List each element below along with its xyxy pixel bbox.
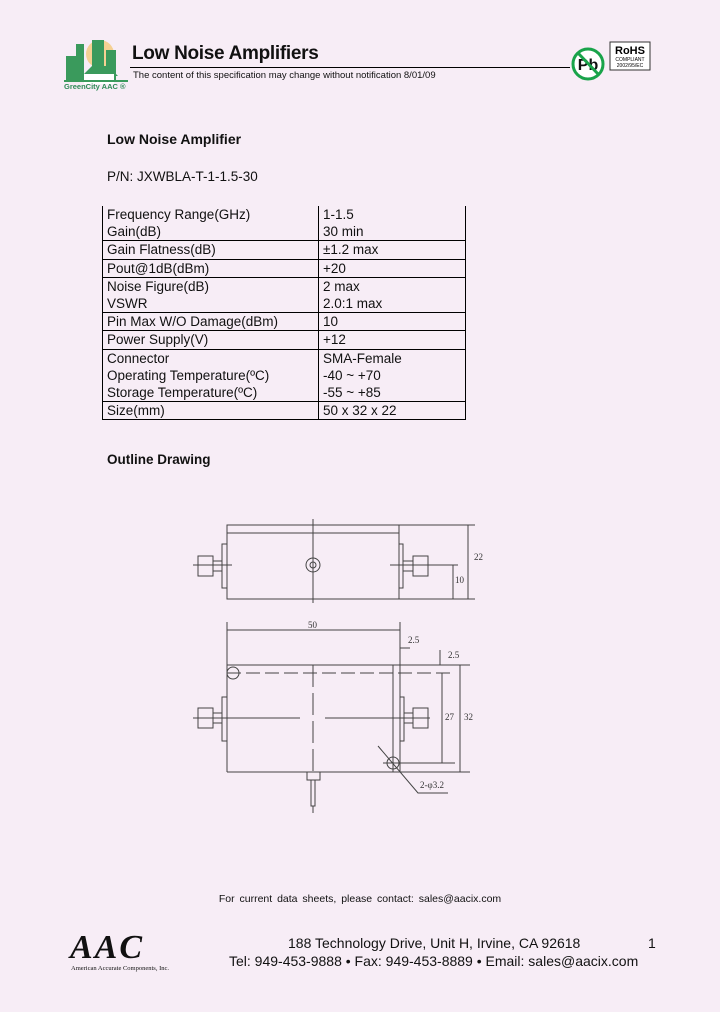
- spec-value: 10: [318, 312, 466, 332]
- dim-holes: 2-φ3.2: [420, 780, 444, 790]
- table-row: Gain(dB)30 min: [102, 223, 466, 242]
- outline-title: Outline Drawing: [107, 452, 211, 467]
- page-number: 1: [648, 935, 656, 951]
- spec-label: Power Supply(V): [102, 330, 319, 350]
- spec-label: Frequency Range(GHz): [102, 206, 319, 224]
- header-divider: [130, 67, 570, 68]
- rohs-compliant: COMPLIANT: [615, 57, 644, 63]
- spec-label: Storage Temperature(ºC): [102, 383, 319, 403]
- rohs-badge: Pb RoHS COMPLIANT 2002/95/EC: [571, 41, 651, 81]
- mounting-hole-icon: [226, 666, 240, 680]
- product-title: Low Noise Amplifier: [107, 131, 242, 147]
- spec-label: Gain(dB): [102, 223, 319, 242]
- spec-value: 1-1.5: [318, 206, 466, 224]
- part-number: P/N: JXWBLA-T-1-1.5-30: [107, 169, 258, 184]
- mounting-hole-icon: [386, 756, 400, 770]
- dim-length: 50: [308, 620, 318, 630]
- dim-offset-y: 2.5: [448, 650, 460, 660]
- contact-line: Tel: 949-453-9888 • Fax: 949-453-8889 • …: [229, 953, 639, 969]
- bottom-view: 50 2.5 2.5 27 32 2-φ3.2: [193, 620, 473, 813]
- table-row: Power Supply(V)+12: [102, 330, 466, 350]
- nut-icon: [305, 557, 321, 573]
- spec-value: +12: [318, 330, 466, 350]
- logo-text: GreenCity AAC ®: [64, 82, 126, 91]
- dim-width: 32: [464, 712, 473, 722]
- table-row: Pin Max W/O Damage(dBm)10: [102, 312, 466, 332]
- spec-value: SMA-Female: [318, 349, 466, 367]
- table-row: Frequency Range(GHz)1-1.5: [102, 206, 466, 224]
- greencity-logo: [64, 40, 128, 84]
- spec-value: 30 min: [318, 223, 466, 242]
- dim-hole-span: 27: [445, 712, 455, 722]
- spec-label: Gain Flatness(dB): [102, 240, 319, 260]
- spec-label: VSWR: [102, 294, 319, 314]
- dim-offset-x: 2.5: [408, 635, 420, 645]
- spec-value: 50 x 32 x 22: [318, 401, 466, 421]
- spec-label: Noise Figure(dB): [102, 277, 319, 295]
- top-view: 22 10: [193, 519, 483, 603]
- spec-value: -55 ~ +85: [318, 383, 466, 403]
- table-row: Storage Temperature(ºC)-55 ~ +85: [102, 383, 466, 403]
- spec-value: 2.0:1 max: [318, 294, 466, 314]
- dim-height: 22: [474, 552, 483, 562]
- rohs-directive: 2002/95/EC: [617, 63, 644, 69]
- spec-label: Connector: [102, 349, 319, 367]
- contact-note: For current data sheets, please contact:…: [218, 893, 502, 905]
- page-title: Low Noise Amplifiers: [132, 43, 319, 64]
- spec-value: ±1.2 max: [318, 240, 466, 260]
- rohs-label: RoHS: [615, 45, 645, 57]
- address: 188 Technology Drive, Unit H, Irvine, CA…: [288, 935, 581, 951]
- company-name: American Accurate Components, Inc.: [71, 965, 170, 972]
- aac-logo: AAC: [70, 929, 145, 966]
- table-row: Pout@1dB(dBm)+20: [102, 259, 466, 278]
- spec-value: +20: [318, 259, 466, 278]
- table-row: Operating Temperature(ºC)-40 ~ +70: [102, 366, 466, 384]
- spec-label: Pout@1dB(dBm): [102, 259, 319, 278]
- spec-label: Size(mm): [102, 401, 319, 421]
- dim-conn-height: 10: [455, 575, 465, 585]
- table-row: Noise Figure(dB)2 max: [102, 277, 466, 295]
- spec-notice: The content of this specification may ch…: [133, 70, 436, 81]
- outline-drawing: 22 10 50 2.5 2.5 27 32 2-φ3.2: [193, 519, 483, 813]
- spec-value: 2 max: [318, 277, 466, 295]
- table-row: Gain Flatness(dB)±1.2 max: [102, 240, 466, 260]
- table-row: Size(mm)50 x 32 x 22: [102, 401, 466, 421]
- spec-label: Operating Temperature(ºC): [102, 366, 319, 384]
- spec-label: Pin Max W/O Damage(dBm): [102, 312, 319, 332]
- spec-value: -40 ~ +70: [318, 366, 466, 384]
- spec-table: Frequency Range(GHz)1-1.5 Gain(dB)30 min…: [102, 206, 466, 421]
